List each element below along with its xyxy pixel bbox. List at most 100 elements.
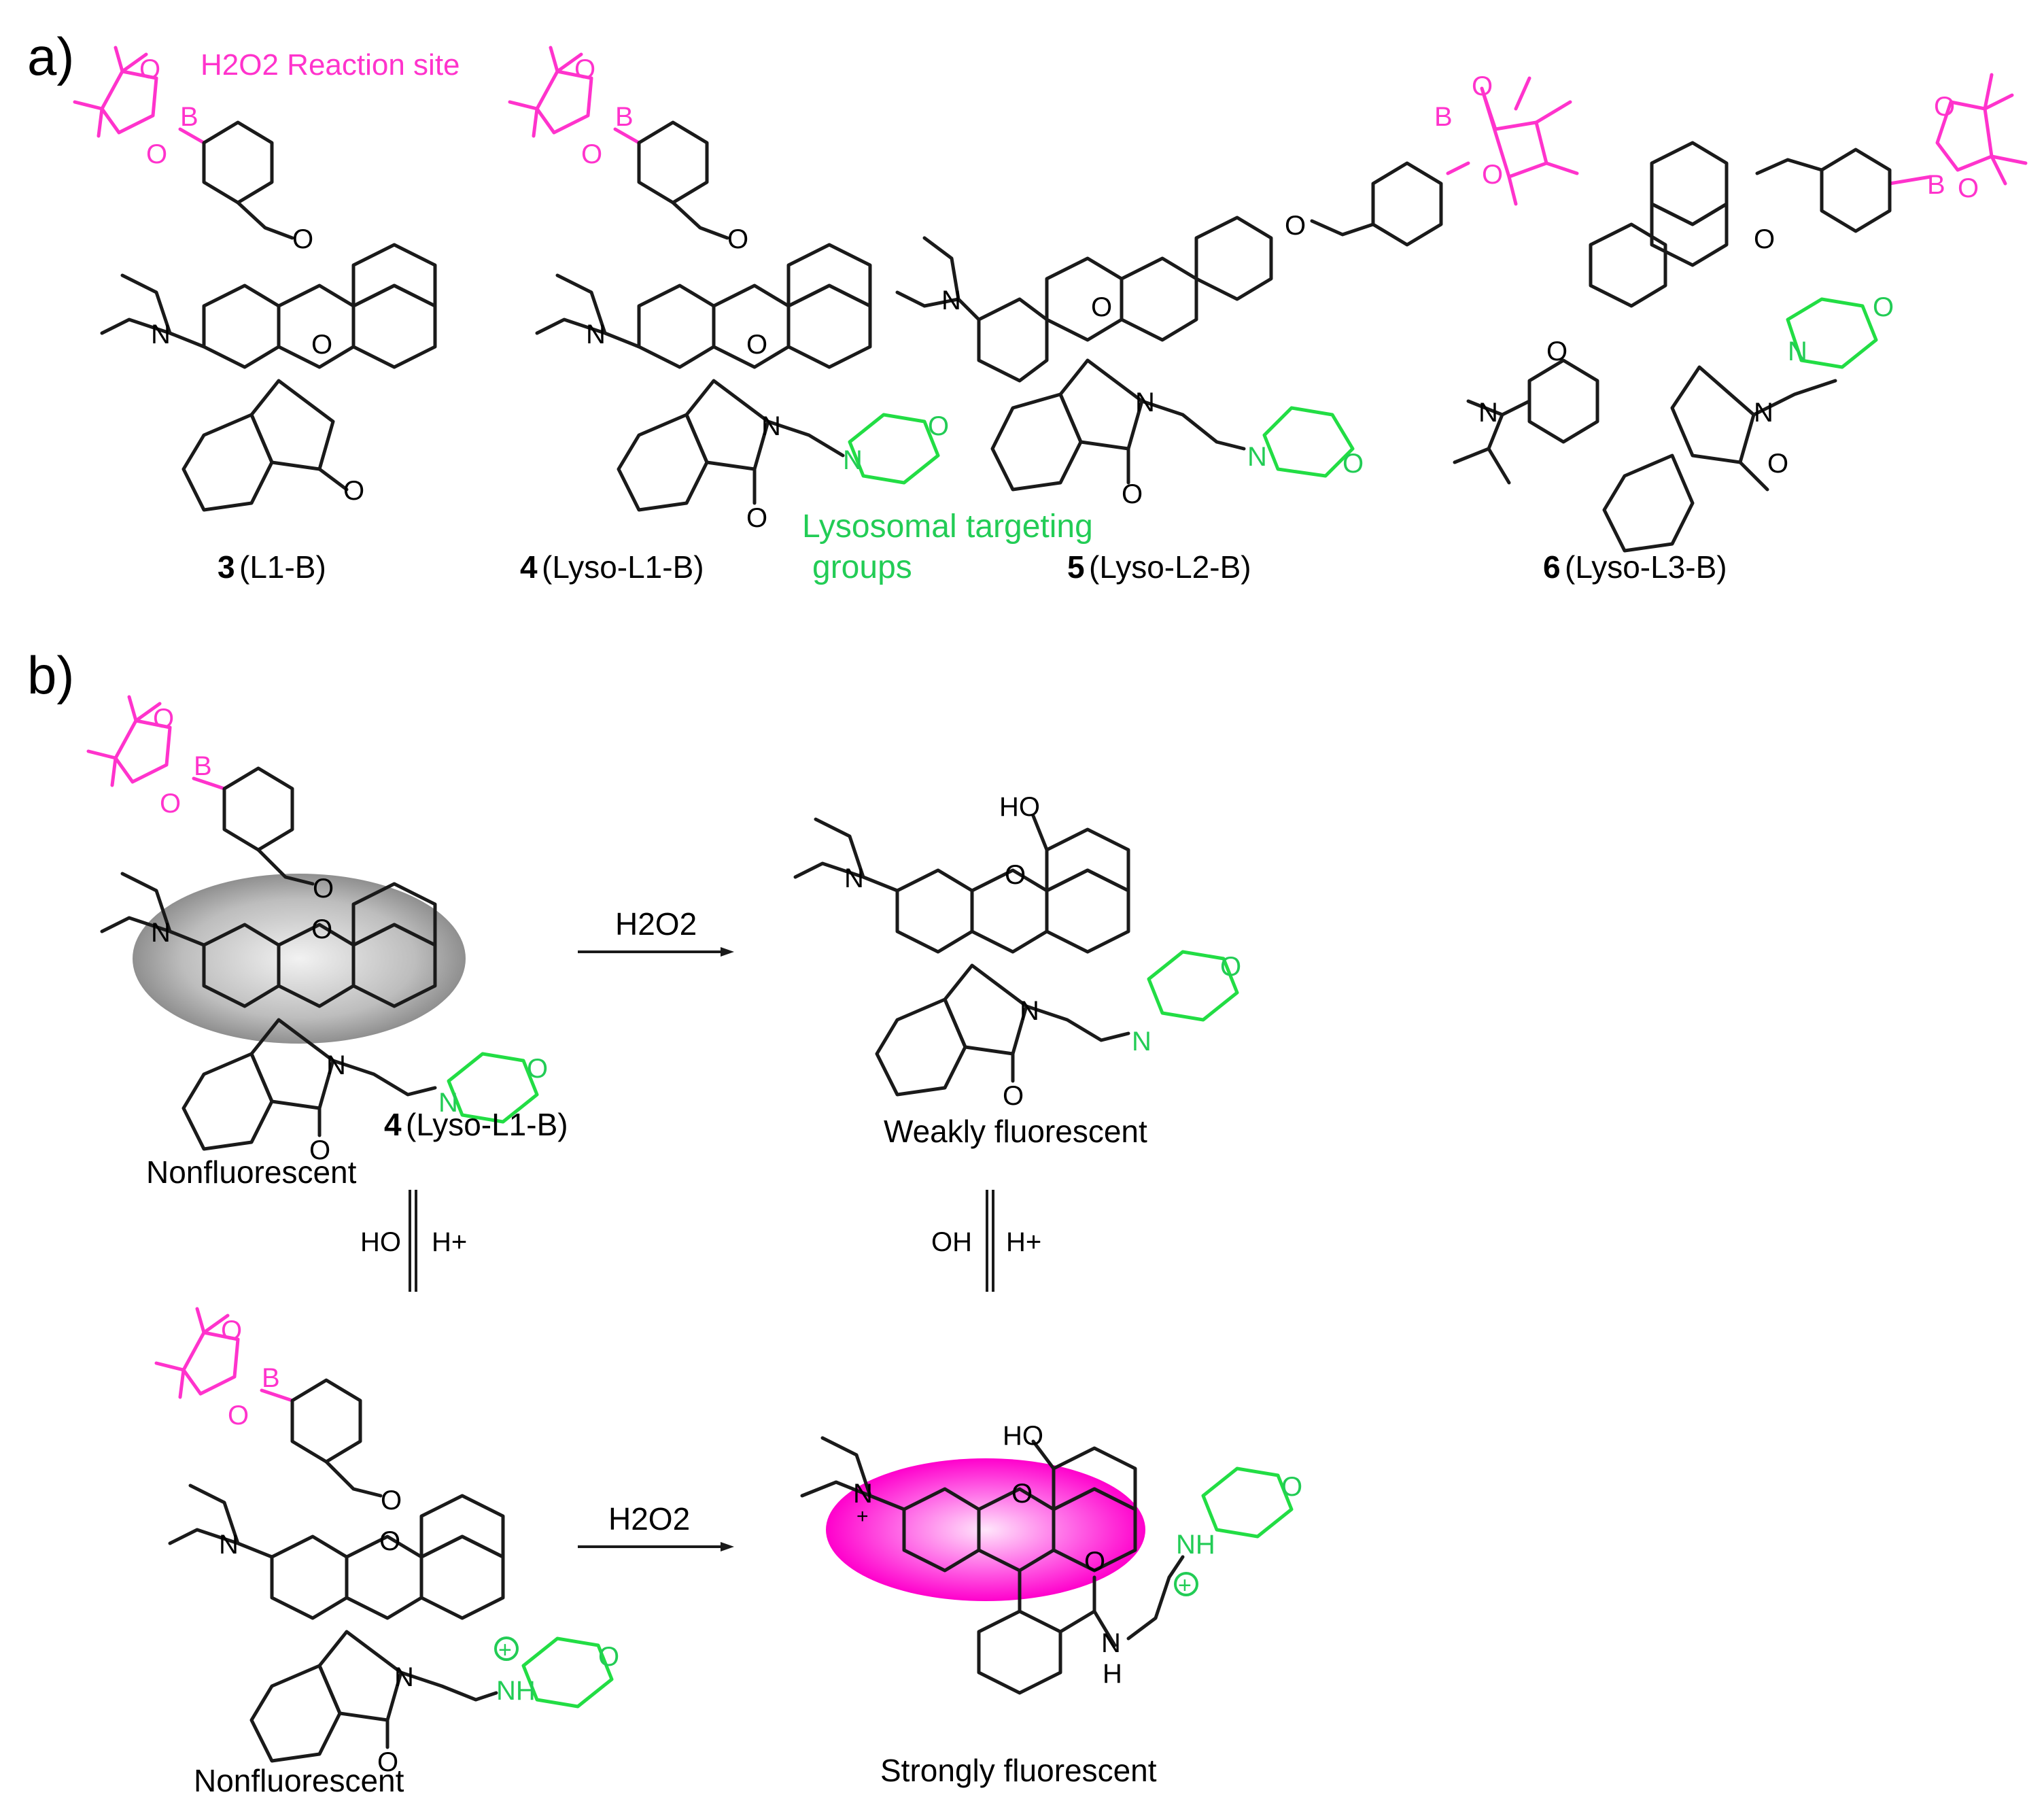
atom-O: O: [1011, 1479, 1033, 1509]
strongly-fluorescent-structure: [800, 1436, 1294, 1695]
atom-O: O: [1472, 71, 1493, 101]
nonfluorescent-protonated-structure: [154, 1307, 614, 1763]
atom-B: B: [1927, 170, 1945, 200]
atom-O: O: [727, 224, 748, 254]
atom-O: O: [1343, 449, 1364, 479]
atom-N: N: [761, 411, 781, 441]
state-top-left: Nonfluorescent: [146, 1154, 357, 1190]
reaction-site-label: H2O2 Reaction site: [201, 48, 460, 82]
atom-O: O: [527, 1054, 548, 1084]
atom-NH: NH: [496, 1676, 536, 1706]
charge-plus: +: [856, 1505, 869, 1528]
eq-left-acid: H+: [432, 1227, 467, 1257]
atom-O: O: [160, 789, 181, 819]
atom-O: O: [292, 224, 313, 254]
atom-O: O: [343, 476, 364, 506]
atom-O: O: [381, 1486, 402, 1515]
atom-B: B: [615, 102, 634, 132]
compound-4-b-number: 4: [384, 1107, 402, 1142]
atom-N: N: [326, 1050, 346, 1080]
atom-N: N: [1101, 1628, 1121, 1658]
eq-right-acid: H+: [1006, 1227, 1041, 1257]
atom-B: B: [180, 102, 198, 132]
eq-right-base: OH: [931, 1227, 972, 1257]
atom-O: O: [1767, 449, 1788, 479]
atom-N: N: [1020, 996, 1039, 1026]
atom-B: B: [262, 1363, 280, 1393]
atom-O: O: [1873, 292, 1894, 322]
atom-NH: NH: [1176, 1530, 1215, 1560]
compound-6-number: 6: [1543, 549, 1561, 585]
plus-charge-icon: [1174, 1572, 1198, 1596]
atom-O: O: [598, 1642, 619, 1672]
atom-N: N: [151, 320, 171, 349]
eq-left-base: HO: [360, 1227, 401, 1257]
reagent-top: H2O2: [615, 906, 697, 942]
atom-HO: HO: [999, 792, 1040, 822]
state-bottom-left: Nonfluorescent: [194, 1763, 404, 1798]
atom-O: O: [379, 1526, 400, 1556]
atom-N: N: [1247, 442, 1267, 472]
atom-N: N: [853, 1479, 873, 1509]
atom-O: O: [1482, 160, 1503, 190]
compound-5-number: 5: [1067, 549, 1085, 585]
compound-3-structure: [73, 46, 437, 512]
atom-B: B: [1434, 102, 1453, 132]
atom-O: O: [1281, 1472, 1302, 1502]
atom-O: O: [1091, 292, 1112, 322]
atom-O: O: [153, 704, 174, 734]
targeting-label-line1: Lysosomal targeting: [802, 509, 1093, 545]
atom-O: O: [228, 1401, 249, 1430]
atom-O: O: [928, 411, 949, 441]
atom-H: H: [1103, 1659, 1122, 1689]
atom-N: N: [586, 320, 606, 349]
atom-O: O: [377, 1747, 398, 1777]
weakly-fluorescent-structure: [793, 814, 1239, 1097]
state-bottom-right: Strongly fluorescent: [880, 1753, 1157, 1788]
atom-N: N: [1788, 337, 1807, 366]
compound-4-top-left-structure: [86, 695, 539, 1151]
atom-O: O: [1285, 211, 1306, 241]
compound-4-b-name: (Lyso-L1-B): [406, 1107, 568, 1142]
atom-O: O: [311, 914, 332, 944]
atom-O: O: [309, 1135, 330, 1165]
atom-N: N: [219, 1530, 239, 1560]
atom-O: O: [574, 54, 595, 84]
atom-N: N: [1478, 398, 1498, 428]
atom-O: O: [1546, 337, 1567, 366]
atom-O: O: [1005, 860, 1026, 890]
atom-O: O: [313, 874, 334, 904]
atom-N: N: [843, 445, 863, 475]
compound-4-name: (Lyso-L1-B): [542, 549, 704, 585]
atom-O: O: [1220, 952, 1241, 982]
atom-N: N: [941, 286, 961, 315]
atom-N: N: [438, 1088, 458, 1118]
compound-3-number: 3: [218, 549, 235, 585]
atom-N: N: [1754, 398, 1773, 428]
atom-B: B: [194, 751, 212, 781]
atom-N: N: [1135, 388, 1155, 417]
targeting-label-line2: groups: [812, 549, 912, 585]
compound-4-number: 4: [520, 549, 538, 585]
atom-O: O: [1084, 1547, 1105, 1577]
atom-O: O: [1754, 224, 1775, 254]
atom-O: O: [146, 139, 167, 169]
gray-chromophore-ellipse: [133, 874, 466, 1044]
compound-5-name: (Lyso-L2-B): [1089, 549, 1251, 585]
panel-b-label: b): [27, 645, 74, 705]
compound-6-name: (Lyso-L3-B): [1565, 549, 1727, 585]
reaction-arrow-top-head: [721, 947, 734, 957]
atom-O: O: [1003, 1081, 1024, 1111]
compound-4-structure: [508, 46, 940, 512]
atom-O: O: [1934, 92, 1955, 122]
state-top-right: Weakly fluorescent: [884, 1114, 1147, 1149]
atom-N: N: [151, 918, 171, 948]
atom-N: N: [844, 863, 864, 893]
atom-O: O: [311, 330, 332, 360]
atom-HO: HO: [1003, 1421, 1043, 1451]
charge-plus: +: [498, 1637, 512, 1663]
atom-O: O: [746, 330, 767, 360]
reaction-arrow-bottom-head: [721, 1542, 734, 1551]
charge-plus: +: [1178, 1573, 1192, 1598]
